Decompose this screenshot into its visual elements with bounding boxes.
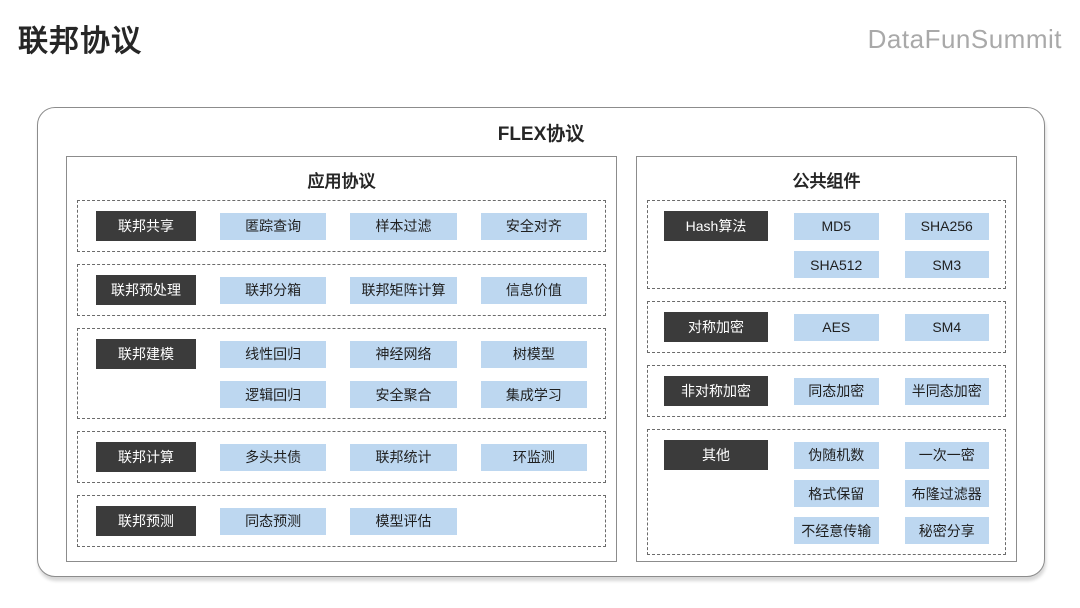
panel-title-common-components: 公共组件	[792, 172, 861, 191]
group-label: 其他	[664, 440, 768, 470]
group-label: 联邦计算	[96, 442, 196, 472]
protocol-item: 秘密分享	[904, 517, 989, 544]
protocol-item: 多头共债	[220, 443, 327, 471]
protocol-item: 联邦矩阵计算	[350, 276, 457, 304]
panel-title-application-protocols: 应用协议	[307, 172, 376, 191]
protocol-item: 样本过滤	[350, 212, 457, 240]
protocol-group: 联邦预测同态预测模型评估	[77, 495, 606, 547]
empty-cell	[96, 381, 196, 408]
protocol-item: 逻辑回归	[220, 381, 327, 408]
protocol-item: SHA512	[794, 251, 879, 278]
protocol-group: 对称加密 AES SM4	[647, 301, 1006, 353]
protocol-group: 联邦建模线性回归神经网络树模型逻辑回归安全聚合集成学习	[77, 328, 606, 419]
group-label: 对称加密	[664, 312, 768, 342]
protocol-item: 神经网络	[350, 340, 457, 368]
protocol-item: 不经意传输	[794, 517, 879, 544]
page-title: 联邦协议	[18, 25, 142, 58]
group-label: 非对称加密	[664, 376, 768, 406]
panel-application-protocols: 应用协议联邦共享匿踪查询样本过滤安全对齐联邦预处理联邦分箱联邦矩阵计算信息价值联…	[66, 156, 617, 562]
flex-protocol-container: FLEX协议 应用协议联邦共享匿踪查询样本过滤安全对齐联邦预处理联邦分箱联邦矩阵…	[37, 107, 1045, 577]
empty-cell	[664, 251, 768, 278]
protocol-item: 同态加密	[794, 377, 879, 405]
protocol-item: 布隆过滤器	[904, 480, 989, 507]
protocol-item: AES	[794, 313, 879, 341]
protocol-item: 模型评估	[350, 507, 457, 535]
protocol-item: 一次一密	[904, 441, 989, 469]
protocol-item: 环监测	[480, 443, 587, 471]
protocol-item: 安全对齐	[480, 212, 587, 240]
group-label: 联邦建模	[96, 339, 196, 369]
group-label: 联邦共享	[96, 211, 196, 241]
protocol-item: 线性回归	[220, 340, 327, 368]
protocol-item: SM4	[904, 313, 989, 341]
protocol-item: 同态预测	[220, 507, 327, 535]
empty-cell	[664, 480, 768, 507]
flex-protocol-title: FLEX协议	[497, 124, 585, 145]
protocol-item: 格式保留	[794, 480, 879, 507]
protocol-item: 信息价值	[480, 276, 587, 304]
protocol-item: 联邦统计	[350, 443, 457, 471]
protocol-item: 树模型	[480, 340, 587, 368]
protocol-group: 联邦共享匿踪查询样本过滤安全对齐	[77, 200, 606, 252]
protocol-group: 联邦计算多头共债联邦统计环监测	[77, 431, 606, 483]
groups-application-protocols: 联邦共享匿踪查询样本过滤安全对齐联邦预处理联邦分箱联邦矩阵计算信息价值联邦建模线…	[67, 200, 616, 547]
protocol-item: 安全聚合	[350, 381, 457, 408]
protocol-item: 集成学习	[480, 381, 587, 408]
protocol-item: 匿踪查询	[220, 212, 327, 240]
protocol-group: 非对称加密同态加密半同态加密	[647, 365, 1006, 417]
protocol-item: 伪随机数	[794, 441, 879, 469]
protocol-group: 其他伪随机数一次一密格式保留布隆过滤器不经意传输秘密分享	[647, 429, 1006, 555]
protocol-item: 联邦分箱	[220, 276, 327, 304]
protocol-item: SM3	[904, 251, 989, 278]
empty-cell	[664, 517, 768, 544]
protocol-item: 半同态加密	[904, 377, 989, 405]
protocol-item: MD5	[794, 212, 879, 240]
group-label: 联邦预处理	[96, 275, 196, 305]
group-label: 联邦预测	[96, 506, 196, 536]
protocol-group: 联邦预处理联邦分箱联邦矩阵计算信息价值	[77, 264, 606, 316]
brand-logo: DataFunSummit	[867, 24, 1062, 54]
protocol-item: SHA256	[904, 212, 989, 240]
group-label: Hash算法	[664, 211, 768, 241]
